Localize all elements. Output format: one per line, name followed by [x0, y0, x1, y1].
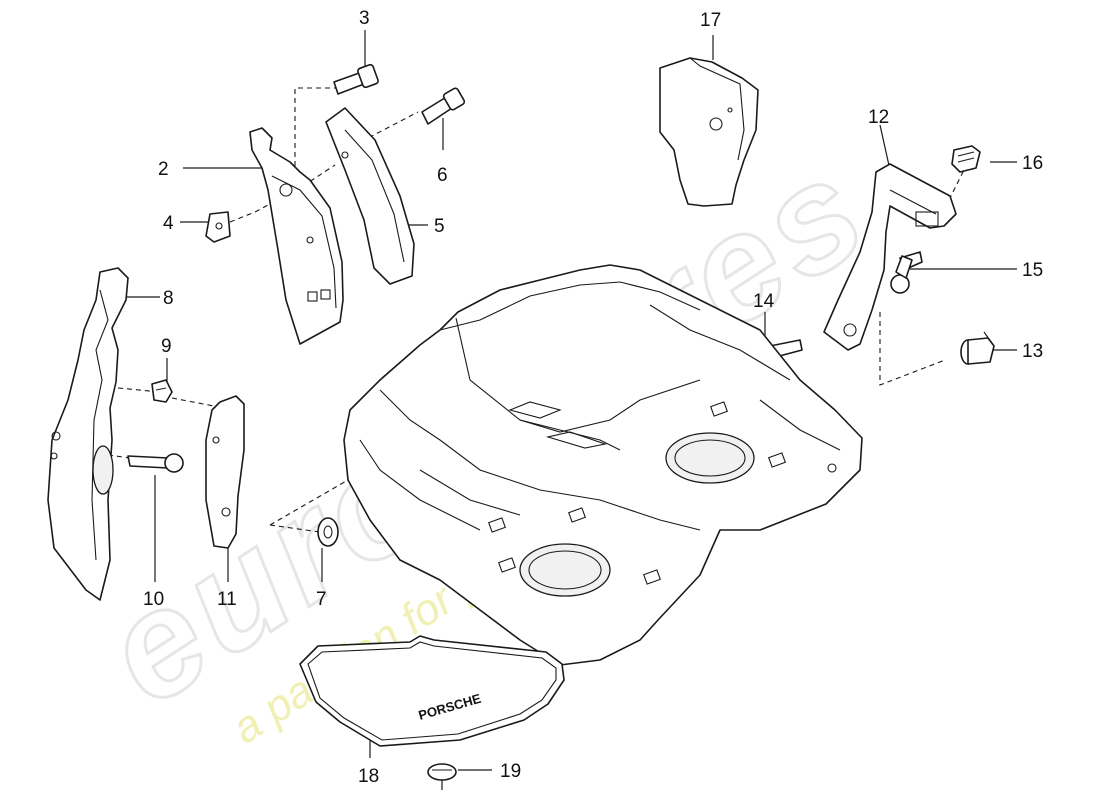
part-6-screw: [421, 87, 466, 125]
callout-8: 8: [163, 288, 174, 309]
callout-7: 7: [316, 589, 327, 610]
callouts: 2 3 4 5 6 7 8 9 10 11 12 13 14 15 16 17 …: [143, 8, 1043, 787]
part-13-plug: [960, 331, 995, 365]
callout-6: 6: [437, 165, 448, 186]
part-5-dimpled-panel: [325, 107, 415, 285]
part-4-clip: [205, 211, 231, 243]
callout-9: 9: [161, 336, 172, 357]
callout-4: 4: [163, 213, 174, 234]
callout-11: 11: [217, 589, 237, 610]
part-2-pillar-trim: [249, 127, 344, 345]
callout-12: 12: [868, 107, 889, 128]
callout-19: 19: [500, 761, 521, 782]
callout-16: 16: [1022, 153, 1043, 174]
part-12-bracket: [823, 163, 957, 351]
part-18-floor-mat: PORSCHE: [299, 635, 565, 747]
part-10-bolt: [127, 453, 184, 473]
part-17-bracket: [659, 57, 759, 207]
main-carpet: [343, 264, 863, 666]
part-19-push-clip: [427, 763, 457, 790]
callout-10: 10: [143, 589, 164, 610]
part-7-grommet: [317, 517, 339, 547]
part-15-bolt: [890, 251, 923, 294]
part-16-clip: [951, 145, 981, 173]
callout-5: 5: [434, 216, 445, 237]
callout-13: 13: [1022, 341, 1043, 362]
part-3-screw: [333, 63, 379, 95]
callout-15: 15: [1022, 260, 1043, 281]
callout-18: 18: [358, 766, 379, 787]
part-8-side-panel: [47, 267, 129, 601]
callout-2: 2: [158, 159, 169, 180]
part-9-clip: [151, 379, 173, 403]
callout-14: 14: [753, 291, 775, 312]
callout-17: 17: [700, 10, 721, 31]
part-11-trim: [205, 395, 245, 549]
callout-3: 3: [359, 8, 370, 29]
